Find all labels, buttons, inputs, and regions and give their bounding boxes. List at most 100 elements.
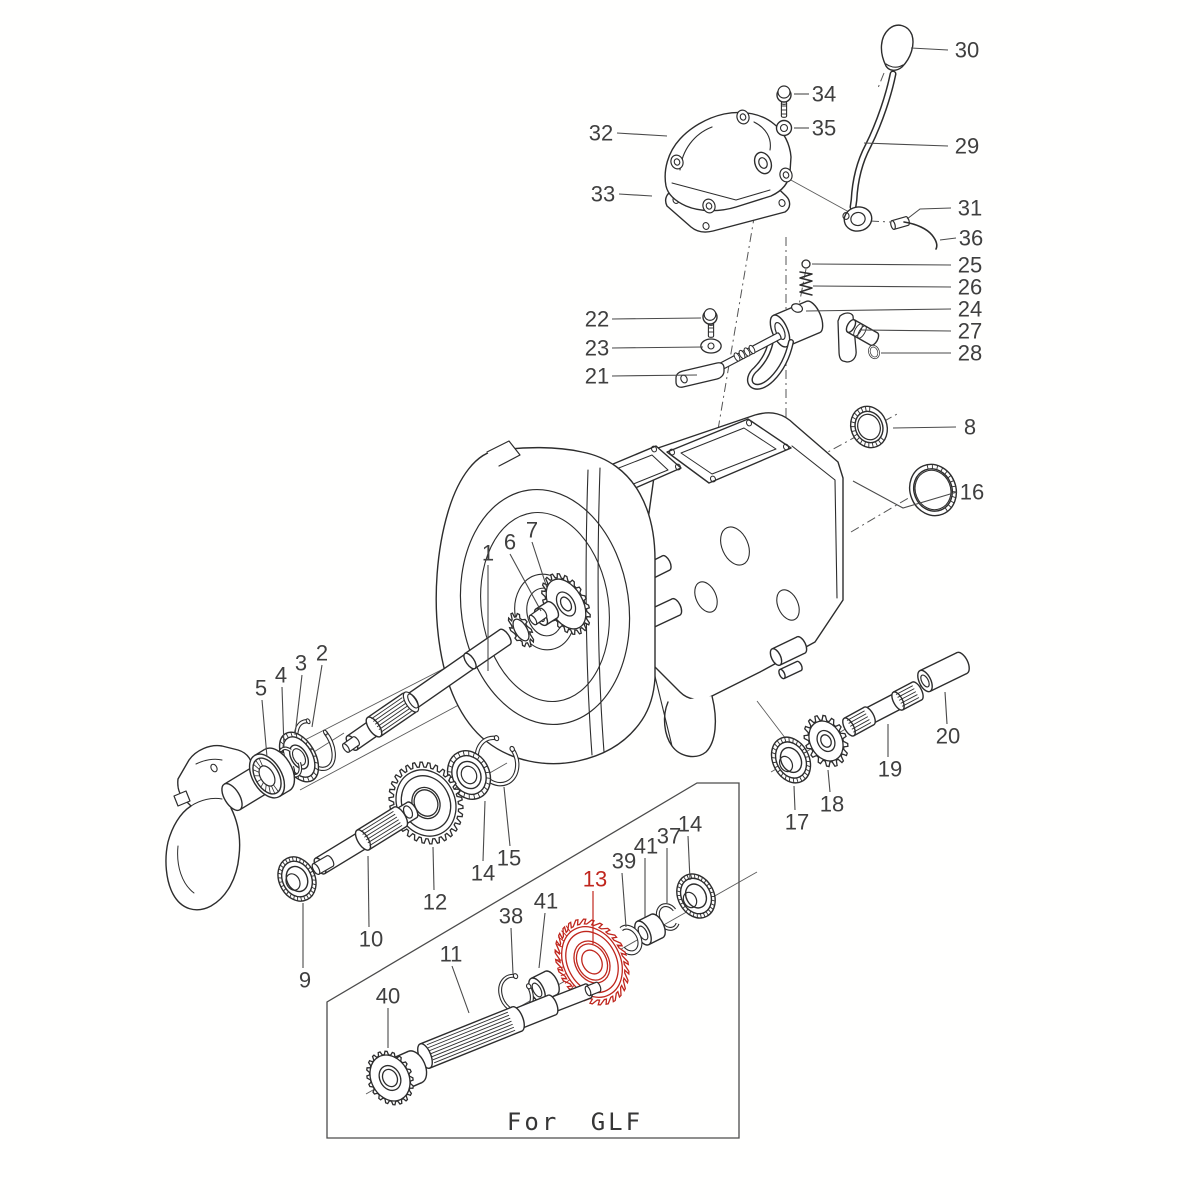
wire-36	[903, 221, 938, 250]
part-label-15-27: 15	[497, 846, 521, 871]
part-label-21-15: 21	[585, 364, 609, 389]
leader-line-31-2	[906, 207, 952, 220]
part-label-18-40: 18	[820, 792, 844, 817]
shift-knob-30	[880, 24, 914, 71]
part-label-3-23: 3	[295, 651, 307, 676]
leader-line-14-26	[482, 800, 486, 862]
coupling-40	[358, 1050, 428, 1113]
leader-line-11-31	[451, 965, 470, 1014]
leader-line-14-38	[687, 835, 691, 881]
part-label-7-20: 7	[526, 518, 538, 543]
glf-caption: For GLF	[507, 1108, 643, 1136]
leader-line-36-3	[939, 237, 957, 241]
part-label-4-22: 4	[275, 663, 287, 688]
leader-line-16-17	[852, 480, 958, 509]
leader-line-12-25	[432, 846, 435, 891]
shaft-19	[842, 681, 924, 737]
part-label-5-21: 5	[255, 676, 267, 701]
top-opening-right	[666, 418, 792, 484]
shift-boss-24	[746, 300, 824, 390]
leader-line-33-12	[618, 193, 653, 197]
part-label-19-41: 19	[878, 757, 902, 782]
part-label-40-30: 40	[376, 984, 400, 1009]
leader-line-21-15	[611, 374, 698, 377]
part-label-17-39: 17	[785, 810, 809, 835]
part-label-25-4: 25	[958, 253, 982, 278]
part-label-14-38: 14	[678, 812, 702, 837]
input-shaft-1	[341, 607, 548, 753]
variant-box-layer: For GLF	[326, 782, 740, 1139]
leader-line-5-21	[261, 699, 268, 758]
part-label-9-29: 9	[299, 968, 311, 993]
bearing-17	[770, 736, 812, 784]
leader-line-32-11	[616, 132, 668, 137]
bearing-14	[446, 750, 492, 800]
part-label-6-19: 6	[504, 530, 516, 555]
bracket-27	[837, 312, 880, 363]
bolt-34	[776, 85, 792, 118]
part-label-36-3: 36	[959, 226, 983, 251]
leader-line-23-14	[611, 346, 704, 349]
leader-line-38-32	[510, 927, 514, 975]
leader-line-7-20	[531, 541, 548, 589]
leader-line-41-33	[538, 912, 546, 969]
leader-line-10-28	[367, 855, 370, 928]
collar-5	[248, 747, 296, 799]
bearing-14b	[676, 873, 716, 919]
nut-23	[700, 338, 722, 354]
part-label-14-26: 14	[471, 861, 495, 886]
bearing-9	[277, 856, 317, 902]
leader-line-6-19	[509, 553, 542, 612]
part-label-41-33: 41	[534, 889, 558, 914]
leader-line-29-1	[863, 142, 949, 147]
leader-line-17-39	[793, 785, 796, 811]
detent-group	[799, 259, 813, 296]
sleeve-20	[917, 651, 970, 693]
part-label-24-6: 24	[958, 297, 982, 322]
leader-line-18-40	[827, 769, 831, 793]
part-label-33-12: 33	[591, 182, 615, 207]
gear-18	[796, 708, 857, 774]
leader-line-27-7	[860, 329, 952, 332]
part-label-20-42: 20	[936, 724, 960, 749]
shift-rail-21	[675, 332, 782, 388]
part-label-28-8: 28	[958, 341, 982, 366]
gear-13-highlighted	[541, 906, 644, 1018]
leader-line-8-16	[892, 426, 957, 429]
part-label-16-17: 16	[960, 480, 984, 505]
o-ring-28	[868, 344, 880, 360]
part-label-10-28: 10	[359, 927, 383, 952]
leader-line-25-4	[811, 263, 952, 266]
countershaft-10	[311, 801, 419, 875]
spacer-39	[614, 923, 644, 956]
leader-line-39-35	[621, 872, 627, 928]
part-label-32-11: 32	[589, 121, 613, 146]
bolt-22	[702, 308, 718, 338]
part-label-11-31: 11	[440, 942, 463, 967]
part-label-12-25: 12	[423, 890, 447, 915]
bushing-41a	[528, 970, 560, 1003]
seal-ring-8	[849, 405, 889, 449]
part-label-22-13: 22	[585, 307, 609, 332]
bushing-41b	[634, 913, 666, 946]
part-label-29-1: 29	[955, 134, 979, 159]
part-label-27-7: 27	[958, 319, 982, 344]
part-label-26-5: 26	[958, 275, 982, 300]
leader-line-30-0	[910, 47, 949, 51]
transmission-case	[593, 412, 844, 758]
washer-35	[775, 119, 793, 137]
glf-variant-box	[326, 782, 740, 1139]
part-label-13-34: 13	[583, 867, 607, 892]
leader-line-3-23	[294, 674, 303, 736]
part-label-35-10: 35	[812, 116, 836, 141]
parts-layer	[165, 24, 970, 1113]
shift-cover-32	[664, 109, 793, 214]
leader-line-24-6	[805, 308, 952, 312]
leader-line-22-13	[611, 317, 702, 320]
shaft-11	[417, 981, 602, 1069]
seal-ring-16	[908, 463, 958, 517]
part-label-1-18: 1	[482, 541, 494, 566]
